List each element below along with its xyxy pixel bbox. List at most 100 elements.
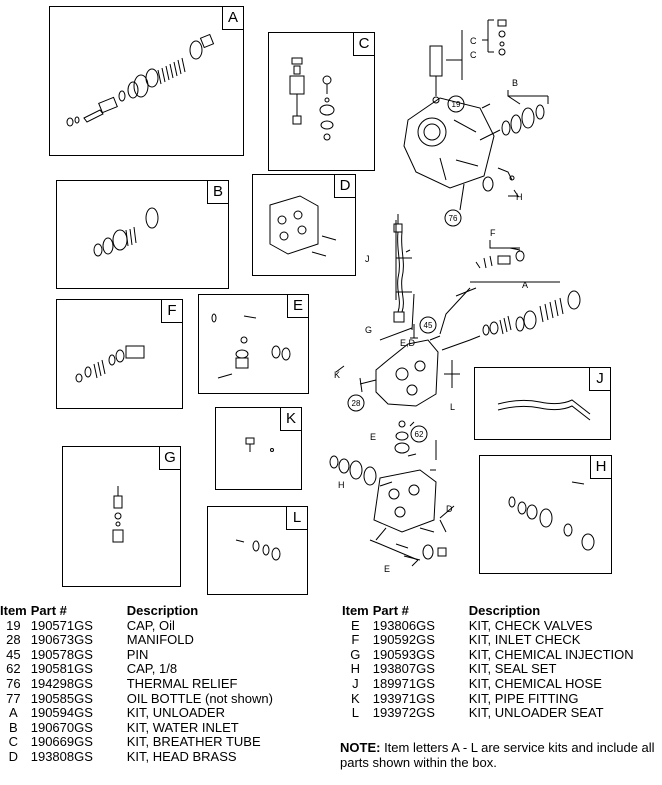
cell-part: 193971GS xyxy=(372,690,435,706)
water-inlet-parts-b xyxy=(93,207,159,257)
kit-box-label: D xyxy=(334,174,356,198)
kit-box-k: K xyxy=(215,407,302,490)
table-row: G 190593GS KIT, CHEMICAL INJECTION xyxy=(342,646,634,663)
cell-part: 190669GS xyxy=(30,734,93,750)
callout-letter-e: E xyxy=(384,564,390,574)
kit-box-c: C xyxy=(268,32,375,171)
callout-letter-f: F xyxy=(490,228,496,238)
diagram-line-art: 19 76 45 28 62 C C B H F A J G E,D K L E… xyxy=(66,19,595,574)
kit-box-b: B xyxy=(56,180,229,289)
cell-description: OIL BOTTLE (not shown) xyxy=(126,690,273,706)
inlet-check-parts-f xyxy=(75,345,145,383)
kit-box-label: G xyxy=(159,446,181,470)
callout-letter-b: B xyxy=(512,78,518,88)
callout-letter-e: E xyxy=(370,432,376,442)
kit-box-h: H xyxy=(479,455,612,574)
cell-item: 19 xyxy=(6,617,21,633)
cell-item: G xyxy=(350,646,361,662)
pump-head-assembly xyxy=(329,455,447,561)
header-description: Description xyxy=(126,603,199,618)
cell-part: 189971GS xyxy=(372,675,435,691)
unloader-parts-a xyxy=(66,33,215,127)
cell-item: 76 xyxy=(6,675,21,691)
cell-description: KIT, BREATHER TUBE xyxy=(126,734,261,750)
callout-19: 19 xyxy=(452,100,461,109)
callout-28: 28 xyxy=(352,399,361,408)
chemical-injection-parts-g xyxy=(112,486,124,543)
kit-box-label: L xyxy=(286,506,308,530)
callout-letter-j: J xyxy=(365,254,370,264)
unloader-seat-parts-l xyxy=(235,539,281,561)
cell-item: A xyxy=(9,705,18,721)
check-valve-parts-e xyxy=(211,313,291,379)
kit-box-label: C xyxy=(353,32,375,56)
cell-description: MANIFOLD xyxy=(126,632,194,648)
cell-part: 193808GS xyxy=(30,748,93,764)
cell-item: H xyxy=(350,661,361,677)
kit-box-label: J xyxy=(589,367,611,391)
cell-item: F xyxy=(351,632,360,648)
kit-box-g: G xyxy=(62,446,181,587)
kit-box-d: D xyxy=(252,174,356,276)
cell-description: KIT, CHEMICAL INJECTION xyxy=(468,646,634,662)
table-row: 76 194298GS THERMAL RELIEF xyxy=(0,675,273,692)
service-kit-note: NOTE: Item letters A - L are service kit… xyxy=(340,740,660,770)
cell-item: E xyxy=(351,617,360,633)
cell-part: 193972GS xyxy=(372,705,435,721)
callout-76: 76 xyxy=(449,214,458,223)
cell-part: 190592GS xyxy=(372,632,435,648)
cell-description: KIT, CHEMICAL HOSE xyxy=(468,675,602,691)
kit-box-label: B xyxy=(207,180,229,204)
cell-part: 190593GS xyxy=(372,646,435,662)
kit-box-f: F xyxy=(56,299,183,409)
header-part: Part # xyxy=(30,603,67,618)
leader-lines xyxy=(335,19,560,567)
callout-letter-h: H xyxy=(516,192,523,202)
exploded-diagram: A B C D E F G H J K L xyxy=(49,6,612,595)
kit-box-label: H xyxy=(590,455,612,479)
cell-description: KIT, HEAD BRASS xyxy=(126,748,237,764)
cell-item: 77 xyxy=(6,690,21,706)
cell-description: KIT, UNLOADER SEAT xyxy=(468,705,604,721)
kit-box-e: E xyxy=(198,294,309,394)
cell-item: 62 xyxy=(6,661,21,677)
cell-description: KIT, INLET CHECK xyxy=(468,632,581,648)
table-row: 19 190571GS CAP, Oil xyxy=(0,617,273,634)
table-row: F 190592GS KIT, INLET CHECK xyxy=(342,633,634,648)
chemical-hose-parts-j xyxy=(497,399,591,421)
cell-part: 190673GS xyxy=(30,632,93,648)
cell-description: CAP, Oil xyxy=(126,617,175,633)
callout-letter-a: A xyxy=(522,280,528,290)
header-description: Description xyxy=(468,603,541,618)
cell-item: D xyxy=(8,748,19,764)
cell-description: THERMAL RELIEF xyxy=(126,675,238,691)
kit-box-label: E xyxy=(287,294,309,318)
cell-description: KIT, PIPE FITTING xyxy=(468,690,579,706)
kit-box-label: A xyxy=(222,6,244,30)
callout-letter-l: L xyxy=(450,402,455,412)
pipe-fitting-parts-k xyxy=(245,437,274,452)
cell-description: PIN xyxy=(126,646,149,662)
callout-45: 45 xyxy=(424,321,433,330)
callout-circles xyxy=(347,95,465,443)
kit-box-j: J xyxy=(474,367,611,440)
cell-item: K xyxy=(351,690,360,706)
cell-description: CAP, 1/8 xyxy=(126,661,178,677)
cell-part: 194298GS xyxy=(30,675,93,691)
cell-description: KIT, SEAL SET xyxy=(468,661,557,677)
note-text: Item letters A - L are service kits and … xyxy=(340,740,655,770)
callout-letter-h: H xyxy=(338,480,345,490)
header-item: Item xyxy=(342,603,369,618)
callout-letter-c: C xyxy=(470,36,477,46)
cell-part: 190571GS xyxy=(30,617,93,633)
cell-description: KIT, WATER INLET xyxy=(126,719,239,735)
cell-item: B xyxy=(9,719,18,735)
kit-box-label: K xyxy=(280,407,302,431)
